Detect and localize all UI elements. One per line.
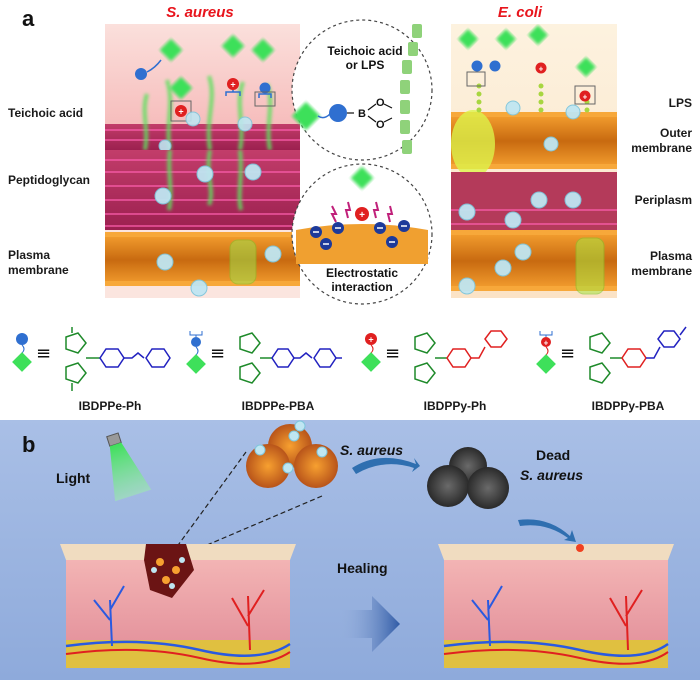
svg-text:≡: ≡ [36,343,51,364]
dead-s-aureus-cluster-icon [427,447,509,509]
s-aureus-membrane-illustration [105,150,300,298]
label-plasma-right: Plasma [649,249,692,263]
label-membrane: membrane [8,263,69,277]
molecule-name-ibdppe-pba: IBDPPe-PBA [241,399,315,413]
oxygen-atom-1: O [376,97,385,109]
label-outer: Outer [659,126,692,140]
molecule-legend: ≡ ≡ + ≡ [0,325,700,420]
lamp-icon [106,432,152,502]
label-dead-s-aureus: S. aureus [520,467,584,483]
circle-label-electrostatic: Electrostatic [325,266,399,280]
s-aureus-cluster-icon [246,420,338,488]
infected-skin-block [60,544,296,668]
polysaccharide-chain [400,24,422,154]
molecule-structure-ibdppe-ph: ≡ [12,327,171,391]
svg-text:+: + [544,339,549,348]
boron-atom: B [358,108,366,120]
molecule-structure-ibdppe-pba: ≡ [186,331,342,384]
molecule-name-ibdppy-pba: IBDPPy-PBA [591,399,665,413]
molecule-structure-ibdppy-pba: + ≡ [536,326,687,384]
zoom-circles: B O O + [291,19,433,305]
svg-text:+: + [583,93,588,102]
svg-text:+: + [368,335,373,345]
healing-arrow-icon [338,596,400,652]
panel-b-illustration [60,420,674,668]
svg-text:+: + [359,210,365,221]
e-coli-title: E. coli [497,4,543,21]
oxygen-atom-2: O [376,119,385,131]
label-lps: LPS [668,96,692,110]
circle-teichoic-lps [291,19,433,161]
molecule-name-ibdppy-ph: IBDPPy-Ph [423,399,487,413]
circle-label-interaction: interaction [331,280,393,294]
label-light: Light [56,470,91,486]
label-plasma: Plasma [8,248,51,262]
svg-text:+: + [539,65,544,74]
circle-label-lps: or LPS [345,58,385,72]
svg-text:+: + [230,80,235,90]
circle-label-teichoic: Teichoic acid [327,44,403,58]
label-healing: Healing [337,560,388,576]
label-teichoic-acid: Teichoic acid [8,106,84,120]
s-aureus-cell-wall-illustration: + + [105,24,300,150]
healed-skin-block [438,544,674,668]
svg-text:+: + [178,107,183,117]
s-aureus-title: S. aureus [166,4,234,21]
e-coli-cell-wall-illustration: + + [451,24,617,298]
label-dead: Dead [536,447,571,463]
molecule-structure-ibdppy-ph: + ≡ [361,330,508,384]
svg-text:≡: ≡ [560,343,575,364]
label-membrane-right: membrane [631,264,692,278]
arrow-to-dead-icon [352,457,420,474]
label-outer-membrane: membrane [631,141,692,155]
molecule-name-ibdppe-ph: IBDPPe-Ph [78,399,142,413]
panel-a-letter: a [22,6,35,31]
svg-text:≡: ≡ [210,343,225,364]
label-s-aureus: S. aureus [340,442,404,458]
arrow-to-skin-icon [518,519,576,542]
panel-b-letter: b [22,432,36,457]
svg-text:≡: ≡ [385,343,400,364]
label-peptidoglycan: Peptidoglycan [8,173,91,187]
label-periplasm: Periplasm [634,193,692,207]
